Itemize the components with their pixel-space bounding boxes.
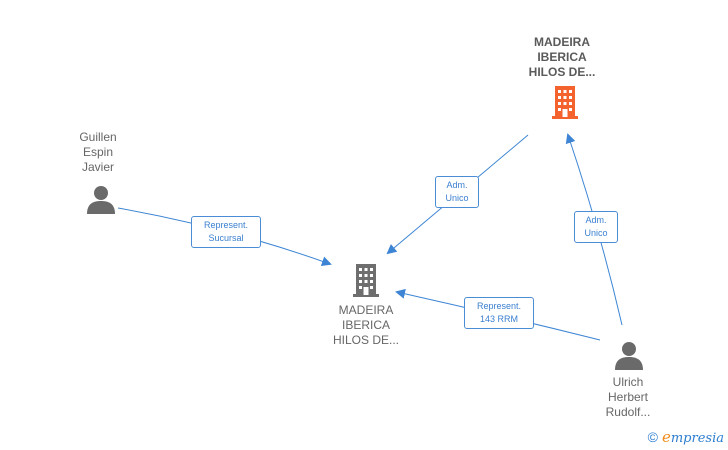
edge-label-top-to-center: Adm. Unico — [435, 176, 479, 208]
company-center-label[interactable]: MADEIRA IBERICA HILOS DE... — [332, 303, 400, 347]
empresia-logo: © empresia — [648, 428, 724, 446]
copyright-symbol: © — [647, 429, 658, 445]
brand-first-letter: e — [661, 428, 671, 446]
building-icon[interactable] — [350, 262, 382, 298]
edge-label-right-to-center: Represent. 143 RRM — [464, 297, 534, 329]
person-left-label[interactable]: Guillen Espin Javier — [79, 130, 117, 174]
person-icon[interactable] — [86, 184, 116, 214]
person-right-label[interactable]: Ulrich Herbert Rudolf... — [605, 375, 651, 419]
building-icon[interactable] — [549, 84, 581, 120]
edge-label-right-to-top: Adm. Unico — [574, 211, 618, 243]
company-top-label[interactable]: MADEIRA IBERICA HILOS DE... — [528, 35, 596, 79]
brand-name: mpresia — [670, 431, 724, 446]
edge-label-left-to-center: Represent. Sucursal — [191, 216, 261, 248]
person-icon[interactable] — [614, 340, 644, 370]
